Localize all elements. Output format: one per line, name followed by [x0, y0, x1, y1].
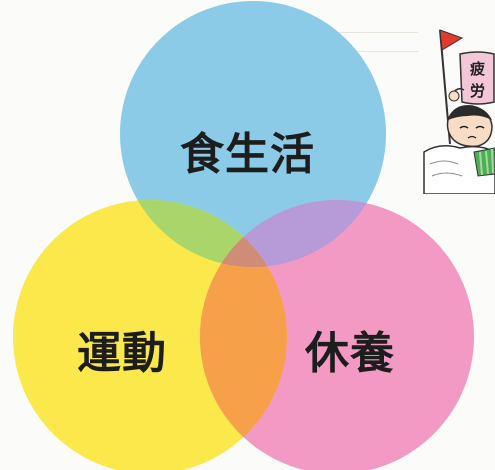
flag-text-2: 労 — [470, 82, 485, 100]
tired-person-illustration: 疲 労 — [423, 29, 495, 194]
label-rest: 休養 — [305, 328, 395, 379]
background-ghost-text — [318, 22, 418, 52]
overlap-left-right — [200, 200, 287, 470]
label-exercise: 運動 — [77, 328, 167, 379]
label-diet: 食生活 — [180, 129, 315, 180]
circle-top — [120, 1, 386, 267]
flag-text-1: 疲 — [470, 60, 485, 78]
